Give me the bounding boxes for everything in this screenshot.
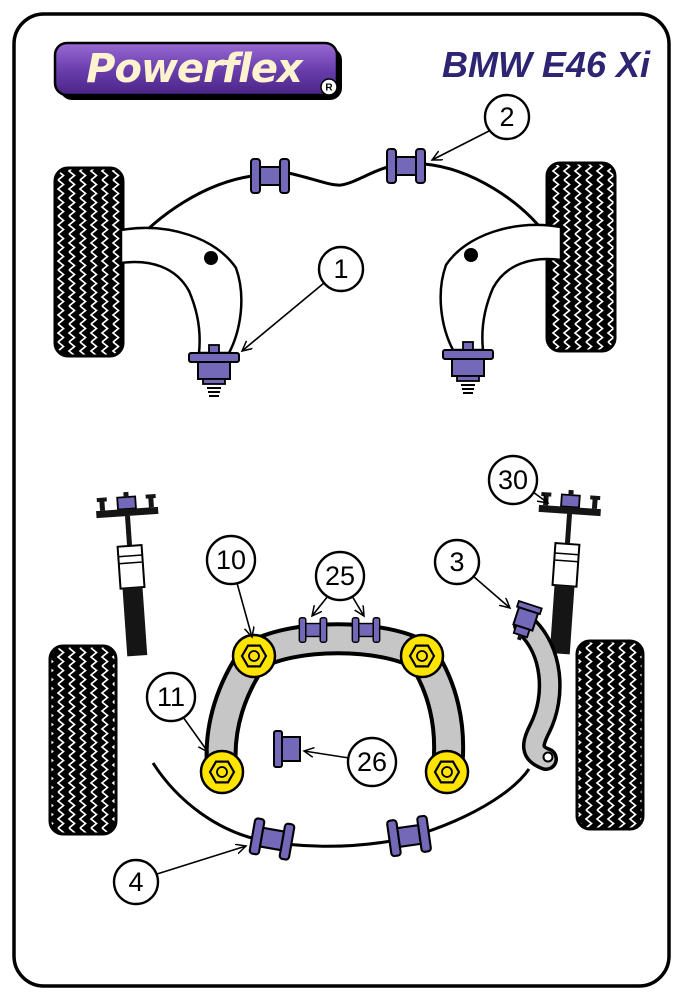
rear-anti-roll-bar: [151, 762, 531, 848]
subframe-front-bushing-right: [399, 633, 445, 679]
center-bushing-26: [273, 730, 301, 768]
callout-center-bushing: 26: [304, 736, 398, 788]
registered-trademark-letter: R: [325, 83, 333, 94]
callout-arrow: [312, 595, 329, 616]
callout-circle: [314, 550, 366, 602]
callout-arrow: [532, 491, 548, 503]
subframe-front-bushing-left: [231, 633, 277, 679]
callout-subframe-front-bushing: 10: [205, 534, 257, 637]
callout-number: 30: [498, 465, 528, 495]
front-anti-roll-bar: [124, 162, 552, 253]
callout-number: 1: [333, 254, 348, 284]
callout-arrow: [351, 595, 364, 616]
callout-number: 26: [357, 747, 387, 777]
callout-arrow: [432, 130, 490, 160]
callout-circle: [483, 93, 531, 141]
bracket-bushing-3: [512, 599, 543, 641]
callout-circle: [112, 858, 160, 906]
front-suspension-diagram: 1 2: [53, 93, 617, 397]
callout-number: 10: [216, 545, 246, 575]
rear-suspension-diagram: 30 10 25 3 11 26: [48, 454, 645, 906]
callout-arrow: [472, 575, 510, 608]
subframe-rear-bushing-right: [424, 749, 470, 795]
callout-subframe-rear-bushing: 11: [145, 671, 208, 752]
callout-front-arb-bushing: 2: [432, 93, 531, 160]
callout-strut-top-mount: 30: [487, 454, 548, 506]
callout-arrow: [236, 582, 252, 637]
callout-number: 11: [157, 682, 185, 712]
rear-right-tire: [575, 639, 645, 831]
callout-circle: [145, 671, 197, 723]
logo-box: [53, 41, 339, 97]
front-right-ball-joint: [464, 248, 478, 262]
callout-arrow: [304, 751, 350, 759]
powerflex-logo: Powerflex R: [53, 41, 342, 100]
callout-front-arm-bushing: 1: [242, 245, 365, 351]
callout-circle: [433, 538, 481, 586]
callout-rear-bracket-bushing: 3: [433, 538, 510, 608]
callout-arrow: [182, 716, 208, 752]
callout-arrow: [242, 282, 325, 351]
rear-subframe: [208, 626, 462, 785]
callout-rear-arb-bushing: 4: [112, 846, 246, 906]
callout-circle: [205, 534, 257, 586]
callout-arrow: [156, 846, 246, 875]
callout-subframe-top-bushings: 25: [312, 550, 366, 616]
callout-number: 4: [128, 867, 143, 897]
callout-number: 3: [449, 547, 464, 577]
bracket-bolt-hole: [542, 751, 554, 763]
callout-number: 25: [325, 561, 355, 591]
subframe-rear-bushing-left: [199, 749, 245, 795]
front-left-tire: [53, 166, 125, 358]
rear-bracket: [516, 616, 559, 768]
model-title: BMW E46 Xi: [442, 44, 651, 85]
registered-trademark-icon: [320, 78, 338, 96]
callout-number: 2: [499, 102, 514, 132]
callout-circle: [317, 245, 365, 293]
front-left-ball-joint: [204, 251, 218, 265]
callout-circle: [346, 736, 398, 788]
rear-left-tire: [48, 644, 118, 836]
brand-text: Powerflex: [86, 46, 304, 92]
callout-circle: [487, 454, 539, 506]
